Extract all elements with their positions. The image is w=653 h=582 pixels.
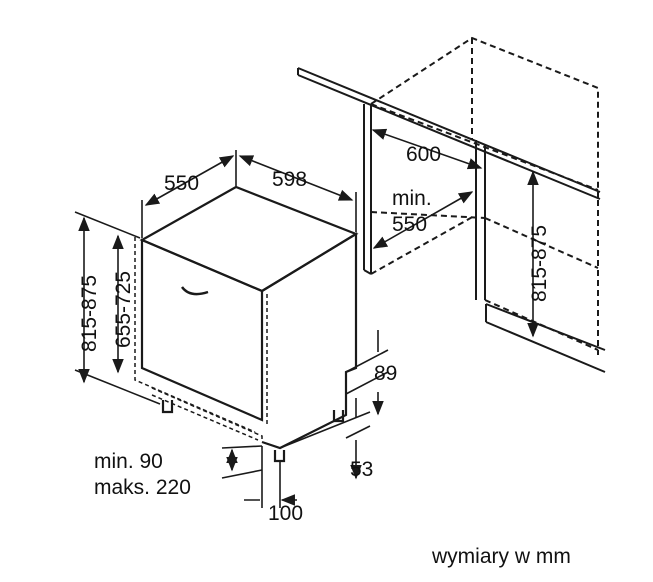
front-foot-right [273,450,286,463]
label-niche-width-600: 600 [406,143,441,166]
dishwasher-body [134,185,359,463]
niche-back-panel [475,140,486,300]
label-niche-depth-550: 550 [392,213,427,236]
units-note: wymiary w mm [431,545,571,568]
label-niche-depth-min: min. [392,187,432,210]
label-plinth-max: maks. 220 [94,476,191,499]
dim-width-598-line [238,155,354,201]
dim-niche-600-line [371,128,483,170]
rear-foot [332,410,345,423]
dimension-lines [74,128,539,508]
label-depth-550: 550 [164,172,199,195]
dim-niche-depth-line [372,191,474,249]
label-foot-53: 53 [350,458,373,481]
niche-side-panel [363,104,372,275]
label-total-height: 815-875 [78,275,101,352]
dim-depth-550-line [144,155,235,206]
label-recess-100: 100 [268,502,303,525]
cabinet-niche [297,36,606,373]
door-inner-dashed [134,237,268,433]
plinth-dashed [151,387,263,442]
label-niche-height: 815-875 [528,225,551,302]
front-foot-left [161,400,174,414]
label-width-598: 598 [272,168,307,191]
label-body-height: 655-725 [112,271,135,348]
door-handle [180,286,209,296]
dishwasher-top [139,185,359,293]
label-plinth-min: min. 90 [94,450,163,473]
niche-floor [485,303,606,373]
dishwasher-front-panel [140,238,264,422]
label-plinth-89: 89 [374,362,397,385]
